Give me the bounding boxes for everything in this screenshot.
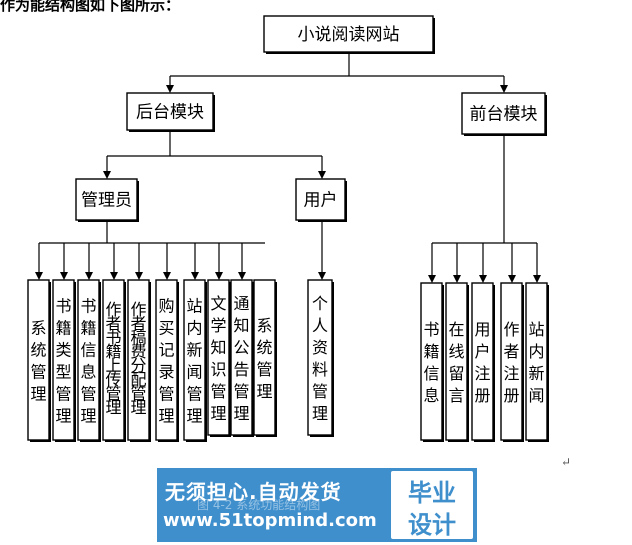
frontend-item-box-4-frame (525, 282, 548, 441)
frontend-module-box: 前台模块 (461, 92, 547, 136)
paragraph-return-mark: ↵ (561, 455, 572, 469)
arrow-frontend-item-2-head (479, 275, 487, 283)
arrow-admin-item-8-head (238, 272, 246, 280)
user-node-box-frame (295, 178, 346, 221)
admin-item-box-6-label: 站内新闻管理 (186, 296, 202, 425)
arrow-admin-item-4-head (135, 272, 143, 280)
arrow-admin-item-7-head (215, 272, 223, 280)
admin-item-box-5: 购买记录管理 (155, 279, 179, 442)
admin-item-box-4-frame (127, 279, 150, 441)
user-item-box-0-label: 个人资料管理 (312, 294, 328, 423)
arrow-admin-item-6-head (191, 272, 199, 280)
admin-item-box-6: 站内新闻管理 (183, 279, 207, 442)
backend-module-box-label: 后台模块 (136, 103, 204, 123)
frontend-item-box-2: 用户注册 (471, 282, 495, 442)
watermark-slogan: 无须担心.自动发货 (165, 480, 342, 504)
root-node-box-label: 小说阅读网站 (298, 25, 400, 45)
frontend-item-box-3: 作者注册 (500, 282, 524, 442)
arrow-admin-item-2-head (85, 272, 93, 280)
arrow-to-frontend-head (500, 85, 508, 93)
clipped-intro-text: 作为能结构图如下图所示： (0, 0, 181, 14)
root-node-box: 小说阅读网站 (263, 15, 435, 54)
arrow-to-personal-head (318, 272, 326, 280)
frontend-module-box-label: 前台模块 (470, 105, 538, 125)
user-item-box-0: 个人资料管理 (307, 279, 334, 437)
user-item-box-0-frame (307, 279, 333, 436)
admin-item-box-5-label: 购买记录管理 (158, 296, 174, 425)
frontend-item-box-1-label: 在线留言 (448, 320, 464, 405)
admin-item-box-4: 作者稿费分配管理 (127, 279, 151, 442)
user-node-box-label: 用户 (304, 191, 338, 211)
frontend-item-box-2-label: 用户注册 (474, 320, 490, 405)
arrow-admin-item-0-head (35, 272, 43, 280)
arrow-admin-item-5-head (163, 272, 171, 280)
frontend-item-box-0-frame (420, 282, 443, 441)
arrow-to-admin-head (103, 171, 111, 179)
frontend-item-box-0-label: 书籍信息 (423, 320, 439, 405)
watermark-badge-line2: 设计 (408, 511, 456, 539)
admin-item-box-0-label: 系统管理 (30, 318, 46, 403)
root-node-box-frame (263, 15, 434, 53)
watermark-badge-line1: 毕业 (408, 479, 456, 507)
admin-item-box-7-frame (207, 279, 230, 436)
admin-item-box-0: 系统管理 (27, 279, 51, 442)
arrow-frontend-item-0-head (428, 275, 436, 283)
admin-item-box-8-label: 通知公告管理 (233, 294, 249, 423)
admin-item-box-2-label: 书籍信息管理 (80, 296, 96, 425)
admin-node-box-label: 管理员 (81, 191, 132, 211)
arrow-to-user-head (318, 171, 326, 179)
watermark-url: www.51topmind.com (163, 510, 377, 531)
admin-item-box-1-frame (52, 279, 75, 441)
admin-item-box-9-frame (253, 279, 276, 436)
admin-item-box-7: 文学知识管理 (207, 279, 231, 437)
frontend-item-box-1: 在线留言 (445, 282, 469, 442)
admin-item-box-1-label: 书籍类型管理 (55, 296, 71, 425)
frontend-item-box-1-frame (445, 282, 468, 441)
frontend-item-box-4: 站内新闻 (525, 282, 549, 442)
arrow-to-backend-head (166, 85, 174, 93)
admin-item-box-2: 书籍信息管理 (77, 279, 101, 442)
node-boxes: 小说阅读网站后台模块前台模块管理员用户系统管理书籍类型管理书籍信息管理作者书籍上… (27, 15, 549, 442)
connector-lines (35, 52, 541, 283)
frontend-module-box-frame (461, 92, 546, 135)
backend-module-box: 后台模块 (126, 92, 215, 132)
user-node-box: 用户 (295, 178, 347, 222)
admin-item-box-9: 系统管理 (253, 279, 277, 437)
arrow-admin-item-3-head (110, 272, 118, 280)
admin-item-box-1: 书籍类型管理 (52, 279, 76, 442)
frontend-item-box-2-frame (471, 282, 494, 441)
admin-item-box-3-frame (102, 279, 125, 441)
admin-item-box-8-frame (230, 279, 253, 436)
admin-item-box-5-frame (155, 279, 178, 441)
watermark-badge: 毕业 设计 (391, 471, 473, 539)
arrow-frontend-item-3-head (508, 275, 516, 283)
backend-module-box-frame (126, 92, 214, 131)
frontend-item-box-0: 书籍信息 (420, 282, 444, 442)
admin-node-box: 管理员 (75, 178, 139, 222)
admin-item-box-3-label: 作者书籍上传管理 (105, 300, 121, 417)
admin-item-box-0-frame (27, 279, 50, 441)
admin-node-box-frame (75, 178, 138, 221)
watermark-banner: 图 4-2 系统功能结构图 无须担心.自动发货 www.51topmind.co… (157, 468, 477, 542)
admin-item-box-2-frame (77, 279, 100, 441)
arrow-frontend-item-1-head (453, 275, 461, 283)
admin-item-box-7-label: 文学知识管理 (210, 294, 226, 423)
frontend-item-box-3-frame (500, 282, 523, 441)
admin-item-box-9-label: 系统管理 (256, 316, 272, 401)
admin-item-box-8: 通知公告管理 (230, 279, 254, 437)
admin-item-box-4-label: 作者稿费分配管理 (130, 300, 146, 417)
arrow-frontend-item-4-head (533, 275, 541, 283)
frontend-item-box-4-label: 站内新闻 (528, 320, 544, 405)
frontend-item-box-3-label: 作者注册 (503, 320, 519, 405)
arrow-admin-item-1-head (60, 272, 68, 280)
watermark-left-panel: 图 4-2 系统功能结构图 无须担心.自动发货 www.51topmind.co… (157, 468, 389, 542)
admin-item-box-6-frame (183, 279, 206, 441)
admin-item-box-3: 作者书籍上传管理 (102, 279, 126, 442)
figure-caption: 图 4-2 系统功能结构图 (197, 498, 321, 512)
